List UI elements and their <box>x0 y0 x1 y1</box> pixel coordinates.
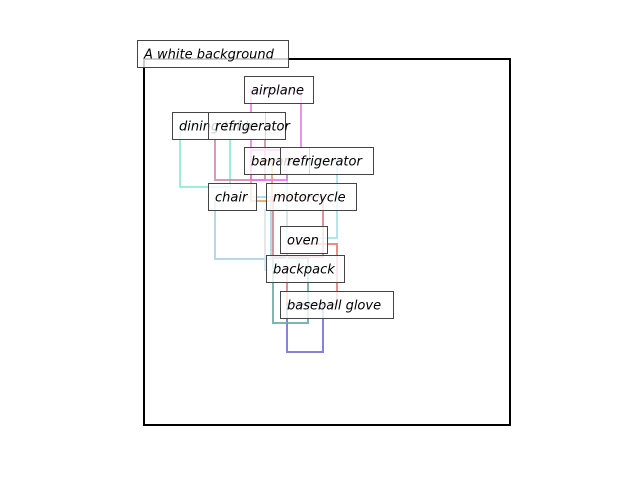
label-text: motorcycle <box>273 191 346 206</box>
label-tags: A white background airplane dining table… <box>137 40 394 319</box>
label-text: chair <box>215 191 249 206</box>
label-tag: oven <box>280 226 328 254</box>
label-text: oven <box>287 234 319 249</box>
label-tag: chair <box>208 183 257 211</box>
label-text: backpack <box>273 263 335 278</box>
label-tag: motorcycle <box>266 183 357 211</box>
label-tag: refrigerator <box>280 147 374 175</box>
canvas-frame <box>143 58 511 426</box>
label-tag: backpack <box>266 255 345 283</box>
label-text: refrigerator <box>287 155 363 170</box>
label-text: baseball glove <box>287 299 381 314</box>
label-text: refrigerator <box>215 120 291 135</box>
label-tag: refrigerator <box>208 112 291 140</box>
label-tag: airplane <box>244 76 314 104</box>
caption-tag: A white background <box>137 40 289 68</box>
caption-text: A white background <box>143 48 275 63</box>
label-text: airplane <box>251 84 304 99</box>
label-tag: baseball glove <box>280 291 394 319</box>
